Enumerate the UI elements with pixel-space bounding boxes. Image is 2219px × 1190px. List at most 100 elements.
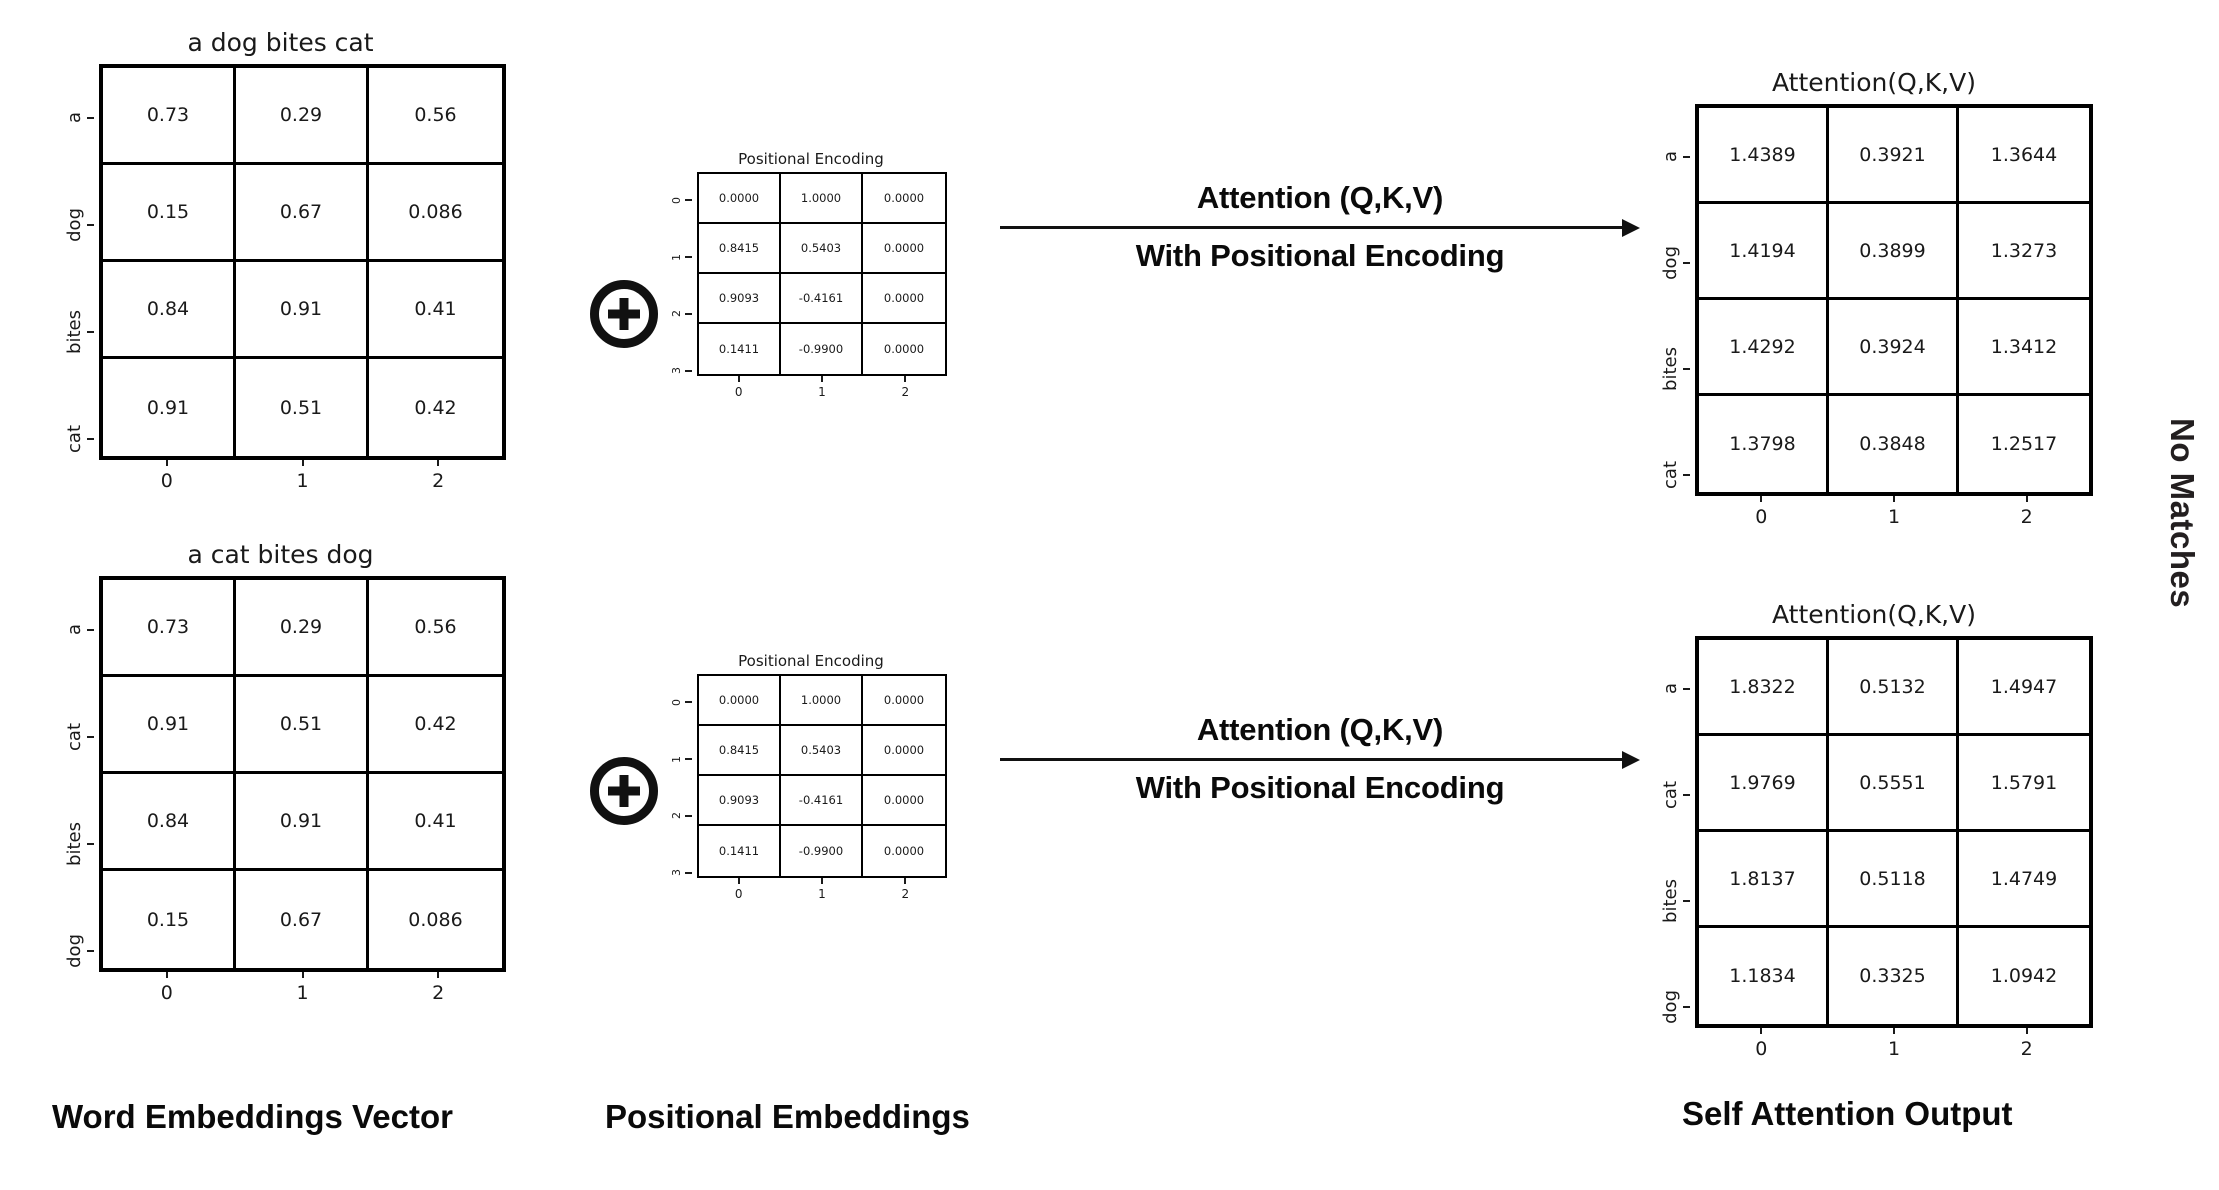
column-label: 1: [1887, 1038, 1901, 1060]
row-tick: [1683, 156, 1690, 158]
matrix-cell: 0.1411: [699, 324, 781, 374]
matrix-cell: 1.4194: [1699, 204, 1829, 300]
matrix-cell: 0.0000: [863, 274, 945, 324]
column-label: 0: [1755, 506, 1768, 528]
matrix-title: a dog bites cat: [187, 28, 374, 57]
row-label: bites: [55, 278, 99, 385]
column-tick-axis: [99, 972, 506, 978]
row-label: a: [1655, 636, 1695, 742]
row-tick: [87, 330, 94, 333]
matrix-cell: 0.5403: [781, 224, 863, 274]
column-tick: [697, 878, 780, 884]
row-label-text: cat: [1660, 781, 1681, 809]
column-label: 0: [160, 470, 173, 492]
column-tick: [235, 460, 371, 466]
row-tick: [685, 256, 692, 259]
matrix-cell: 1.0942: [1959, 928, 2089, 1024]
row-label-text: bites: [1660, 347, 1681, 391]
row-label: 2: [670, 788, 697, 845]
matrix-cell: 0.91: [103, 677, 236, 774]
row-tick: [685, 199, 692, 202]
matrix-cell: 0.84: [103, 262, 236, 359]
arrow-line: [1000, 758, 1626, 761]
caption-self-attention-output: Self Attention Output: [1682, 1095, 2013, 1132]
matrix-cell: 1.0000: [781, 174, 863, 224]
row-tick: [87, 949, 94, 952]
row-label-text: a: [1660, 151, 1681, 163]
row-label: 3: [670, 844, 697, 901]
matrix-cell: 0.91: [103, 359, 236, 456]
matrix-cell: 0.0000: [863, 174, 945, 224]
column-label: 2: [432, 470, 445, 492]
row-label-text: bites: [1660, 879, 1681, 923]
matrix-cell: 1.4947: [1959, 640, 2089, 736]
matrix-cell: 0.0000: [863, 224, 945, 274]
plus-circle-icon: [590, 757, 658, 825]
matrix-cell: 0.9093: [699, 274, 781, 324]
plus-vertical-bar: [619, 298, 629, 330]
arrow-head-icon: [1622, 218, 1640, 237]
row-label-text: dog: [64, 207, 85, 242]
column-label: 0: [734, 385, 743, 399]
matrix-cell: 0.0000: [699, 174, 781, 224]
row-label-text: 0: [670, 698, 683, 706]
column-label: 2: [2020, 1038, 2033, 1060]
matrix-cell: 1.4389: [1699, 108, 1829, 204]
matrix-cell: 0.3921: [1829, 108, 1959, 204]
column-label: 0: [734, 887, 743, 901]
matrix-cell: 0.5118: [1829, 832, 1959, 928]
row-tick: [685, 871, 692, 874]
arrow-top-label: Attention (Q,K,V): [1196, 180, 1444, 215]
row-label: dog: [1655, 210, 1695, 316]
column-tick: [1960, 496, 2093, 502]
matrix-cell: 0.5403: [781, 726, 863, 776]
row-label: dog: [55, 171, 99, 278]
row-tick: [87, 223, 94, 226]
column-tick-axis: [1695, 496, 2093, 502]
plus-circle-icon: [590, 280, 658, 348]
matrix-cell: -0.9900: [781, 324, 863, 374]
row-label: dog: [55, 897, 99, 1004]
matrix-cell: 0.56: [369, 68, 502, 165]
matrix-cell: 1.3644: [1959, 108, 2089, 204]
matrix-cell: 0.15: [103, 165, 236, 262]
plus-vertical-bar: [619, 775, 629, 807]
row-label-text: dog: [64, 933, 85, 968]
matrix-cell: 0.84: [103, 774, 236, 871]
column-tick: [99, 460, 235, 466]
matrix-cell: 0.5132: [1829, 640, 1959, 736]
row-label: cat: [55, 683, 99, 790]
column-tick: [370, 972, 506, 978]
column-label: 2: [901, 887, 910, 901]
matrix-cell: 1.3798: [1699, 396, 1829, 492]
matrix-cell: 0.73: [103, 68, 236, 165]
matrix-cell: 0.3848: [1829, 396, 1959, 492]
matrix-cell: 1.2517: [1959, 396, 2089, 492]
matrix-cell: 0.15: [103, 871, 236, 968]
row-tick: [87, 116, 94, 119]
row-tick: [1683, 1006, 1690, 1008]
row-label: cat: [55, 385, 99, 492]
column-tick: [370, 460, 506, 466]
row-label-text: a: [64, 111, 85, 124]
row-label: a: [55, 576, 99, 683]
matrix-cell: -0.4161: [781, 776, 863, 826]
